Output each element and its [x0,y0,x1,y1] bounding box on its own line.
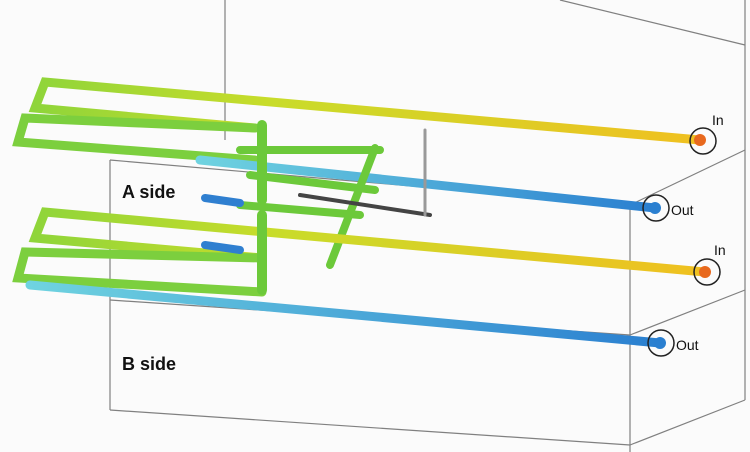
a-side-label: A side [122,182,175,202]
b-out-label: Out [676,337,699,353]
a-out-label: Out [671,202,694,218]
b-in-label: In [714,242,726,258]
a-in-label: In [712,112,724,128]
b-side-label: B side [122,354,176,374]
a-side-pipes [12,77,705,269]
b-side-pipes [12,207,710,348]
ports [642,127,721,357]
